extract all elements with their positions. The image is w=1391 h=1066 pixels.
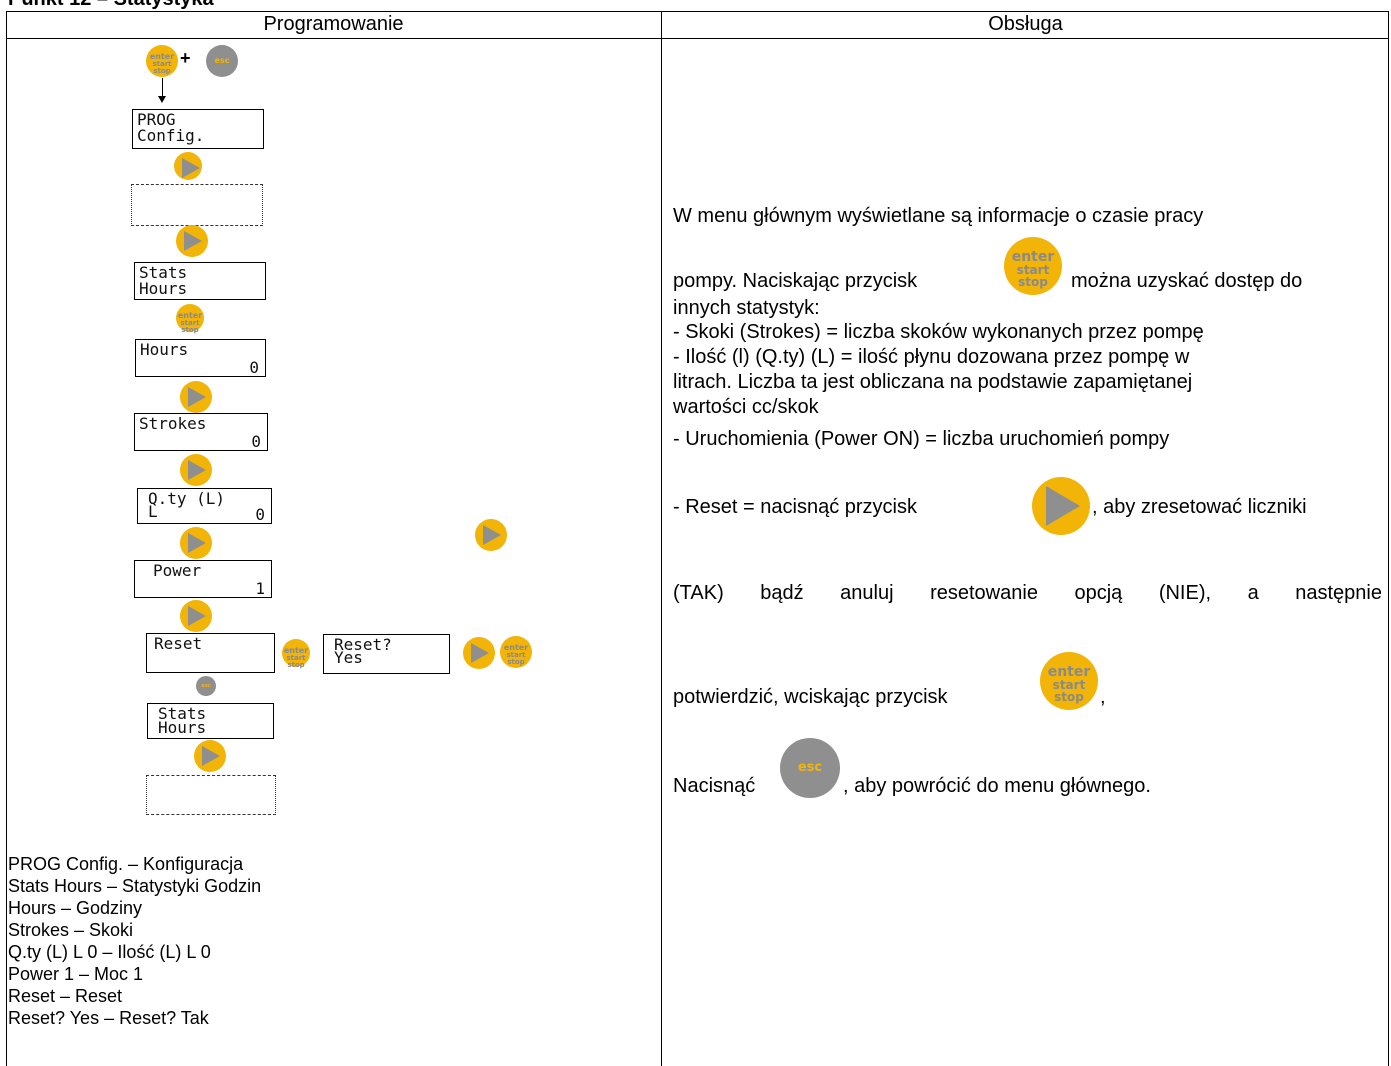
right-arrow-icon	[463, 637, 495, 669]
esc-icon: esc	[196, 676, 216, 696]
instruction-table	[6, 11, 1389, 1066]
column-header-programming: Programowanie	[263, 13, 404, 35]
right-arrow-icon	[475, 519, 507, 551]
translation-legend: PROG Config. – Konfiguracja Stats Hours …	[8, 853, 261, 1029]
operation-paragraph: wartości cc/skok	[673, 396, 819, 418]
legend-item: Reset – Reset	[8, 986, 123, 1006]
section-heading: Punkt 12 – Statystyka	[8, 0, 214, 11]
right-arrow-icon	[180, 527, 212, 559]
lcd-reset-yes: Reset?Yes	[323, 634, 450, 674]
legend-item: Power 1 – Moc 1	[8, 964, 144, 984]
right-arrow-icon	[1032, 477, 1090, 535]
operation-paragraph: ,	[1100, 686, 1106, 708]
operation-paragraph: potwierdzić, wciskając przycisk	[673, 686, 948, 708]
right-arrow-icon	[174, 152, 202, 180]
legend-item: Hours – Godziny	[8, 898, 143, 918]
operation-paragraph: - Reset = nacisnąć przycisk	[673, 496, 917, 518]
flow-arrow-head	[158, 96, 166, 103]
operation-paragraph: , aby zresetować liczniki	[1092, 496, 1307, 518]
right-arrow-icon	[176, 225, 208, 257]
legend-item: Strokes – Skoki	[8, 920, 134, 940]
column-divider	[661, 11, 662, 1066]
operation-paragraph: - Ilość (l) (Q.ty) (L) = ilość płynu doz…	[673, 346, 1190, 368]
right-arrow-icon	[180, 454, 212, 486]
esc-icon: esc	[206, 45, 238, 77]
header-divider	[6, 38, 1389, 39]
legend-item: Q.ty (L) L 0 – Ilość (L) L 0	[8, 942, 211, 962]
plus-sign: +	[180, 48, 191, 68]
lcd-blank-dashed	[146, 775, 276, 815]
operation-paragraph: innych statystyk:	[673, 297, 820, 319]
legend-item: Stats Hours – Statystyki Godzin	[8, 876, 262, 896]
operation-paragraph: pompy. Naciskając przycisk	[673, 270, 918, 292]
legend-item: PROG Config. – Konfiguracja	[8, 854, 244, 874]
legend-item: Reset? Yes – Reset? Tak	[8, 1008, 209, 1028]
operation-paragraph: - Skoki (Strokes) = liczba skoków wykona…	[673, 321, 1204, 343]
right-arrow-icon	[180, 600, 212, 632]
lcd-reset: Reset	[146, 633, 275, 673]
lcd-blank-dashed	[131, 184, 263, 226]
esc-icon: esc	[780, 738, 840, 798]
flow-arrow-line	[162, 78, 163, 97]
operation-paragraph: Nacisnąć	[673, 775, 756, 797]
right-arrow-icon	[194, 740, 226, 772]
operation-paragraph: można uzyskać dostęp do	[1071, 270, 1303, 292]
column-header-operation: Obsługa	[988, 13, 1063, 35]
operation-paragraph: W menu głównym wyświetlane są informacje…	[673, 205, 1204, 227]
operation-paragraph-justified: (TAK) bądź anuluj resetowanie opcją (NIE…	[673, 582, 1382, 604]
operation-paragraph: , aby powrócić do menu głównego.	[843, 775, 1151, 797]
operation-paragraph: - Uruchomienia (Power ON) = liczba uruch…	[673, 428, 1170, 450]
right-arrow-icon	[180, 381, 212, 413]
operation-paragraph: litrach. Liczba ta jest obliczana na pod…	[673, 371, 1193, 393]
